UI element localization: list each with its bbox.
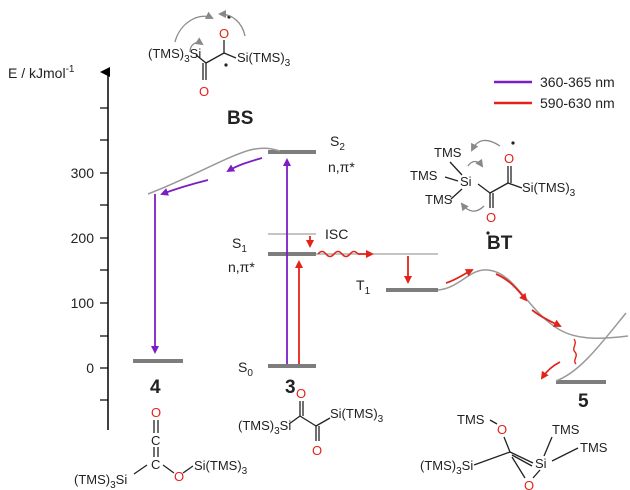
bt-tms2: TMS: [410, 168, 438, 183]
c5-tms-b: TMS: [580, 440, 608, 455]
tick-label-200: 200: [71, 230, 95, 246]
bs-o-bottom: O: [199, 84, 209, 99]
bs-left-group: (TMS)3Si: [148, 46, 201, 65]
bs-relaxation-arrows: [160, 157, 263, 196]
molecule-3: (TMS)3Si O O Si(TMS)3: [238, 386, 384, 458]
c5-tms-o: TMS: [457, 412, 485, 427]
molecule-bs: (TMS)3Si O O Si(TMS)3: [148, 10, 291, 99]
level-s1: [268, 252, 316, 256]
label-s1-type: n,π*: [228, 259, 255, 275]
bt-o-top: O: [504, 151, 514, 166]
label-isc: ISC: [325, 226, 348, 242]
molecule-5: TMS O TMS TMS Si (TMS)3Si O: [420, 412, 608, 490]
t1-relaxation-arrows: [445, 269, 577, 380]
label-s1: S1: [232, 235, 247, 255]
bs-o-top: O: [219, 26, 229, 41]
label-bt: BT: [487, 233, 513, 254]
bt-o-bottom: O: [486, 210, 496, 225]
legend-label-purple: 360-365 nm: [540, 74, 615, 90]
c4-o-top: O: [151, 405, 161, 420]
bt-si: Si: [460, 174, 472, 189]
label-4: 4: [150, 377, 161, 398]
bt-tms3: TMS: [425, 192, 453, 207]
energy-levels: [133, 150, 606, 384]
c4-c-top: C: [151, 433, 160, 448]
t1-lower-curve: [555, 312, 627, 382]
label-bs: BS: [227, 108, 253, 129]
level-5: [556, 380, 606, 384]
level-s2: [268, 150, 316, 154]
legend: 360-365 nm 590-630 nm: [494, 74, 615, 111]
label-t1: T1: [356, 277, 371, 297]
label-5: 5: [578, 391, 589, 412]
state-labels: S2 n,π* S1 n,π* S0 T1 ISC: [228, 133, 371, 379]
isc-wavy-arrow: [317, 250, 359, 258]
c5-left-group: (TMS)3Si: [420, 458, 473, 477]
transition-arrows: [151, 158, 412, 364]
c4-c-mid: C: [151, 457, 160, 472]
species-labels: BS BT 4 3 5: [150, 108, 589, 412]
bs-right-group: Si(TMS)3: [237, 50, 291, 69]
c3-o-top: O: [296, 386, 306, 401]
bt-right-group: Si(TMS)3: [522, 180, 576, 199]
molecule-4: O C C (TMS)3Si O Si(TMS)3: [74, 405, 248, 490]
molecule-bt: TMS TMS TMS Si O O Si(TMS)3: [410, 139, 576, 235]
label-3: 3: [285, 377, 296, 398]
level-4: [133, 359, 183, 363]
c4-o-bridge: O: [174, 469, 184, 484]
label-s0: S0: [238, 359, 253, 379]
tick-label-300: 300: [71, 165, 95, 181]
energy-axis: 0 100 200 300 E / kJmol-1: [8, 64, 110, 430]
level-t1: [386, 288, 438, 292]
c3-left-group: (TMS)3Si: [238, 418, 291, 437]
tick-label-0: 0: [86, 360, 94, 376]
c4-right-group: Si(TMS)3: [194, 458, 248, 477]
c4-left-group: (TMS)3Si: [74, 472, 127, 490]
c5-o-bottom: O: [524, 478, 534, 490]
c3-o-bottom: O: [312, 443, 322, 458]
bt-tms1: TMS: [434, 145, 462, 160]
c3-right-group: Si(TMS)3: [330, 406, 384, 425]
legend-label-red: 590-630 nm: [540, 95, 615, 111]
label-s2: S2: [330, 133, 345, 153]
axis-ticks: [100, 107, 108, 401]
bs-curve: [147, 147, 281, 195]
label-s2-type: n,π*: [328, 159, 355, 175]
c5-tms-a: TMS: [552, 422, 580, 437]
tick-label-100: 100: [71, 295, 95, 311]
t1-curve: [437, 269, 629, 339]
level-s0: [268, 364, 316, 368]
axis-label: E / kJmol-1: [8, 64, 75, 81]
c5-si: Si: [535, 456, 547, 471]
c5-o: O: [497, 422, 507, 437]
